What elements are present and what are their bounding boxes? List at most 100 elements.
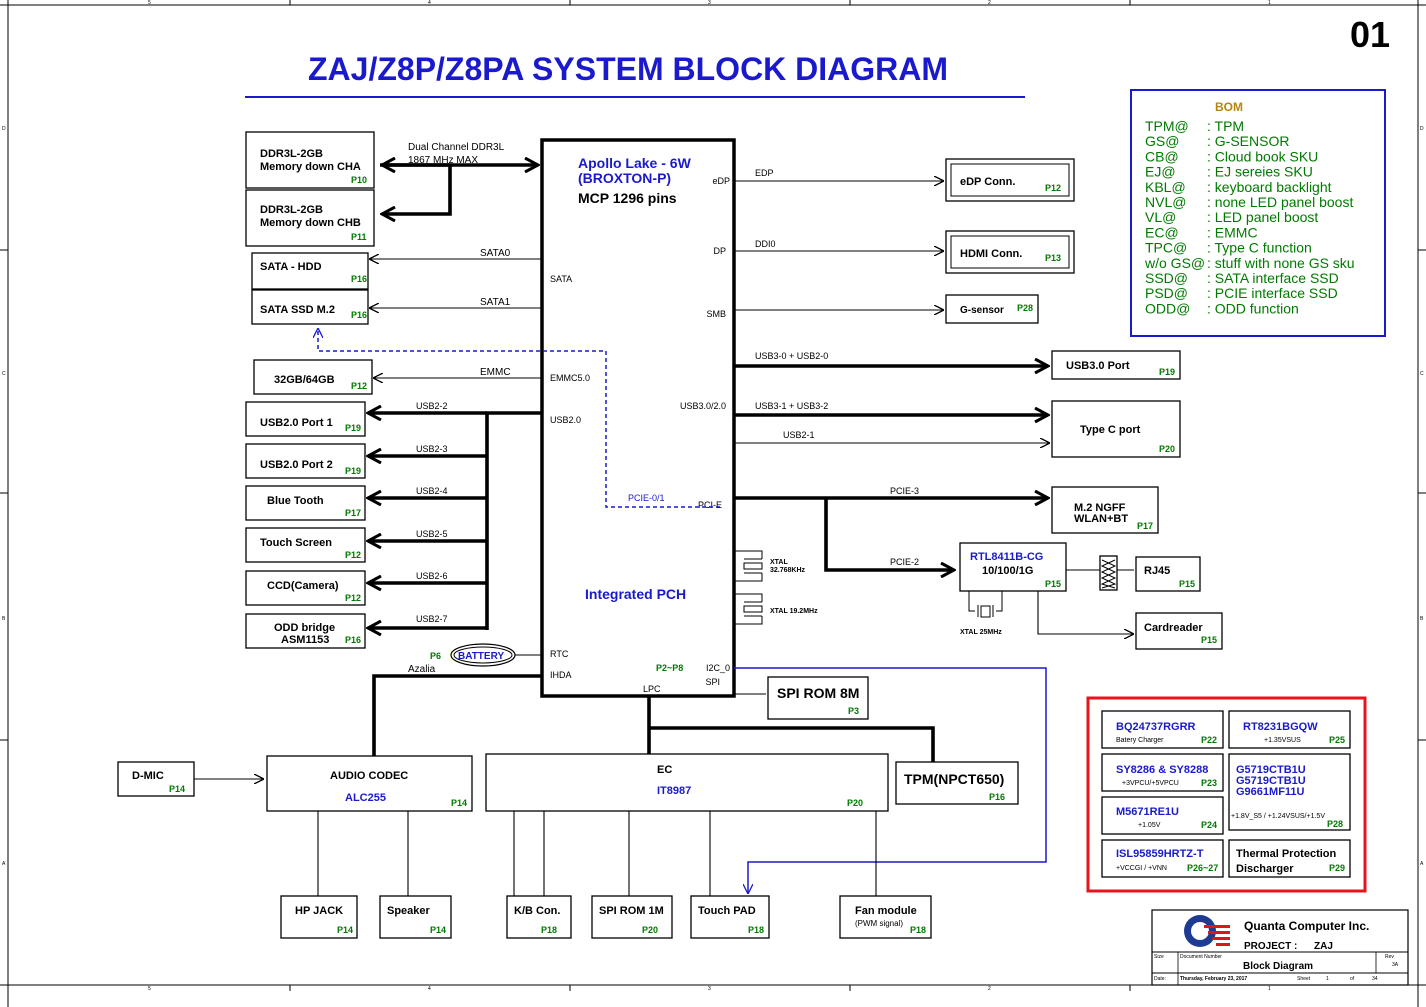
ddr-cha-box xyxy=(245,131,375,189)
power-g5719-page: P28 xyxy=(1327,819,1343,829)
lpc-bus-tpm xyxy=(649,726,935,762)
rj45-label: RJ45 xyxy=(1144,565,1170,577)
codec-line2: ALC255 xyxy=(345,792,386,804)
azalia-label: Azalia xyxy=(408,664,436,675)
border-mark-left-a: A xyxy=(2,861,6,867)
power-g5719-box xyxy=(1228,753,1351,831)
border-mark-top-3: 3 xyxy=(708,0,711,6)
spi-rom-box xyxy=(767,676,869,720)
ngff-page: P17 xyxy=(1137,521,1153,531)
fan-box xyxy=(839,895,932,939)
rev-value: 3A xyxy=(1392,962,1399,968)
usb2-6-label: USB2-6 xyxy=(416,571,448,581)
sata0-label: SATA0 xyxy=(480,248,511,259)
bom-value: : none LED panel boost xyxy=(1207,194,1353,210)
dmic-label: D-MIC xyxy=(132,770,164,782)
cardreader-label: Cardreader xyxy=(1144,622,1203,634)
border-mark-left-b: B xyxy=(2,616,6,622)
codec-page: P14 xyxy=(451,798,467,808)
speaker-box xyxy=(379,895,452,939)
project-name: ZAJ xyxy=(1314,941,1333,952)
usb30-bus-label: USB3-0 + USB2-0 xyxy=(755,351,828,361)
bluetooth-box xyxy=(245,485,366,521)
ngff-line2: WLAN+BT xyxy=(1074,513,1128,525)
touchscreen-page: P12 xyxy=(345,550,361,560)
border-mark-bottom-5: 5 xyxy=(148,986,151,992)
power-m5671-page: P24 xyxy=(1201,820,1217,830)
cpu-port-sata: SATA xyxy=(550,274,572,284)
pcie2-line xyxy=(824,498,954,570)
power-g5719-name3: G9661MF11U xyxy=(1236,786,1305,798)
cpu-port-lpc: LPC xyxy=(643,684,661,694)
xtal-19m xyxy=(734,593,763,625)
usb2-3-label: USB2-3 xyxy=(416,444,448,454)
bom-key: ODD@ xyxy=(1145,300,1190,316)
power-bq24737-name: BQ24737RGRR xyxy=(1116,721,1196,733)
cardreader-page: P15 xyxy=(1201,635,1217,645)
usb30-port-label: USB3.0 Port xyxy=(1066,360,1130,372)
right-group: eDP Conn. P12 EDP HDMI Conn. P13 DDI0 G-… xyxy=(734,158,1223,720)
bom-value: : keyboard backlight xyxy=(1207,179,1332,195)
cpu-package: MCP 1296 pins xyxy=(578,190,677,206)
cpu-port-rtc: RTC xyxy=(550,649,569,659)
power-isl95859-page: P26~27 xyxy=(1187,863,1218,873)
border-mark-right-c: C xyxy=(1420,371,1424,377)
usb-port2-page: P19 xyxy=(345,466,361,476)
xtal1-line1: XTAL xyxy=(770,559,788,566)
bom-key: KBL@ xyxy=(1145,179,1186,195)
memory-group: DDR3L-2GB Memory down CHA P10 DDR3L-2GB … xyxy=(245,131,538,247)
pcie2-label: PCIE-2 xyxy=(890,557,919,567)
border-mark-top-1: 1 xyxy=(1268,0,1271,6)
power-g5719-sub: +1.8V_S5 / +1.24VSUS/+1.5V xyxy=(1231,813,1325,820)
quanta-logo-icon xyxy=(1184,915,1230,947)
codec-line1: AUDIO CODEC xyxy=(330,770,408,782)
bom-value: : SATA interface SSD xyxy=(1207,270,1339,286)
odd-bridge-line1: ODD bridge xyxy=(274,622,335,634)
bluetooth-label: Blue Tooth xyxy=(267,495,324,507)
power-rt8231-name: RT8231BGQW xyxy=(1243,721,1318,733)
usb-port1-page: P19 xyxy=(345,423,361,433)
camera-label: CCD(Camera) xyxy=(267,580,339,592)
typec-page: P20 xyxy=(1159,444,1175,454)
usb2-7-label: USB2-7 xyxy=(416,614,448,624)
power-sy8286-name: SY8286 & SY8288 xyxy=(1116,764,1208,776)
typec-label: Type C port xyxy=(1080,424,1141,436)
pcie01-label: PCIE-0/1 xyxy=(628,493,665,503)
ec-line2: IT8987 xyxy=(657,785,691,797)
cpu-port-spi: SPI xyxy=(705,677,720,687)
rtl-xtal-label: XTAL 25MHz xyxy=(960,629,1002,636)
edp-box xyxy=(945,158,1075,202)
spirom1m-box xyxy=(591,895,673,939)
bom-key: EC@ xyxy=(1145,224,1179,240)
speaker-page: P14 xyxy=(430,925,446,935)
cpu-port-pcie: PCI-E xyxy=(698,500,722,510)
usb2-trunk xyxy=(485,411,542,630)
bom-value: : ODD function xyxy=(1207,300,1299,316)
usb2-group: USB2.0 Port 1 P19 USB2-2 USB2.0 Port 2 P… xyxy=(245,401,542,649)
ddr-bus-chb xyxy=(382,165,452,214)
border-mark-right-d: D xyxy=(1420,126,1424,132)
sata-ssd-box xyxy=(251,289,369,325)
usb-port2-box xyxy=(245,443,366,479)
kb-label: K/B Con. xyxy=(514,905,560,917)
odd-bridge-page: P16 xyxy=(345,635,361,645)
storage-group: SATA - HDD P16 SATA0 SATA SSD M.2 P16 SA… xyxy=(251,248,720,508)
bom-value: : TPM xyxy=(1207,118,1244,134)
hpjack-page: P14 xyxy=(337,925,353,935)
usb-port1-box xyxy=(245,401,366,437)
hdmi-page: P13 xyxy=(1045,253,1061,263)
bom-value: : EJ sereies SKU xyxy=(1207,164,1313,180)
border-mark-bottom-2: 2 xyxy=(988,986,991,992)
ddr-cha-page: P10 xyxy=(351,175,367,185)
emmc-box xyxy=(253,359,373,395)
typec-bus1-label: USB3-1 + USB3-2 xyxy=(755,401,828,411)
bottom-group: D-MIC P14 AUDIO CODEC ALC255 P14 EC IT89… xyxy=(117,696,1019,939)
usb2-2-label: USB2-2 xyxy=(416,401,448,411)
ddr-cha-line1: DDR3L-2GB xyxy=(260,148,323,160)
date-label: Date: xyxy=(1154,976,1166,982)
touchscreen-box xyxy=(245,527,366,563)
title-block: Quanta Computer Inc. PROJECT : ZAJ Size … xyxy=(1151,909,1409,986)
dmic-page: P14 xyxy=(169,784,185,794)
